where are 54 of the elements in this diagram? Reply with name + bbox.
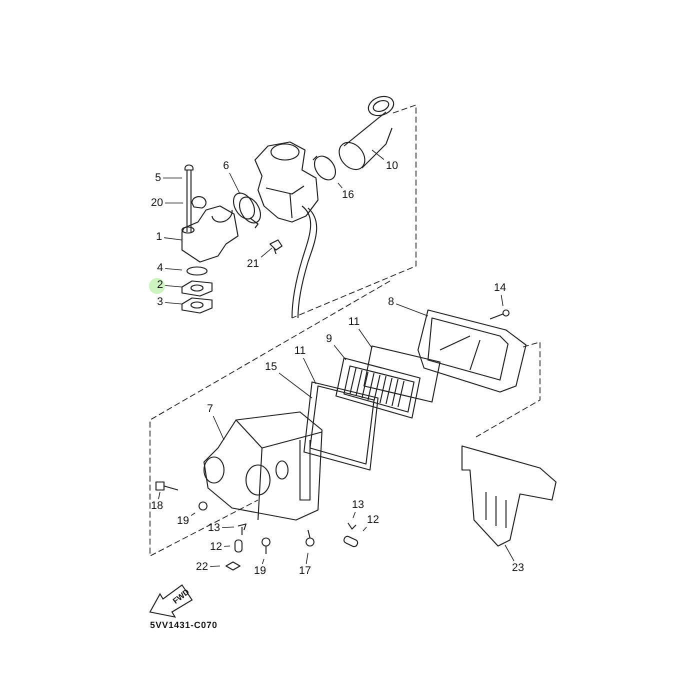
leader-line xyxy=(224,546,230,547)
leader-line xyxy=(210,566,220,567)
leader-line xyxy=(338,182,343,188)
callout-number: 4 xyxy=(156,262,164,274)
callout-number: 7 xyxy=(206,403,214,415)
callout-number: 1 xyxy=(154,231,164,243)
callout-number: 20 xyxy=(150,197,164,209)
leader-line xyxy=(164,237,182,240)
callout-number: 3 xyxy=(156,296,164,308)
callout-number: 10 xyxy=(384,160,400,172)
diagram-code: 5VV1431-C070 xyxy=(150,620,218,630)
leader-line xyxy=(504,544,514,562)
callout-number: 12 xyxy=(208,541,224,553)
leader-line xyxy=(306,552,308,564)
callout-number: 9 xyxy=(324,333,334,345)
callout-number: 13 xyxy=(350,499,366,511)
leader-line xyxy=(164,285,182,288)
leader-line xyxy=(164,302,182,304)
leader-line xyxy=(164,268,182,270)
callout-number: 15 xyxy=(264,361,278,373)
callout-number: 11 xyxy=(347,316,361,328)
callout-number: 6 xyxy=(222,160,230,172)
leader-line xyxy=(358,328,372,348)
callout-number: 14 xyxy=(492,282,508,294)
leader-line xyxy=(334,344,346,360)
callout-number: 12 xyxy=(366,514,380,526)
callout-number: 19 xyxy=(252,565,268,577)
callout-number: 17 xyxy=(298,565,312,577)
leader-line xyxy=(362,526,367,532)
leader-line xyxy=(164,202,184,204)
leader-line xyxy=(158,492,160,500)
leader-line xyxy=(212,416,224,440)
leader-line xyxy=(229,172,240,194)
leader-line xyxy=(396,304,428,316)
leader-line xyxy=(352,512,356,518)
callout-number: 5 xyxy=(154,172,162,184)
leader-line xyxy=(260,248,272,258)
leader-line xyxy=(500,294,504,306)
callout-number: 23 xyxy=(510,562,526,574)
callout-number: 18 xyxy=(150,500,164,512)
leader-line xyxy=(372,150,384,160)
leader-line xyxy=(190,512,196,516)
leader-line xyxy=(222,526,234,528)
callout-number: 11 xyxy=(293,345,307,357)
callout-number: 13 xyxy=(206,522,222,534)
callout-number: 19 xyxy=(176,515,190,527)
leader-line xyxy=(278,372,312,398)
callout-number: 2 xyxy=(156,279,164,291)
leader-line xyxy=(303,358,316,384)
callout-number: 16 xyxy=(340,189,356,201)
callout-number: 21 xyxy=(246,258,260,270)
leader-line xyxy=(262,558,264,564)
callout-number: 8 xyxy=(386,296,396,308)
callout-number: 22 xyxy=(194,561,210,573)
